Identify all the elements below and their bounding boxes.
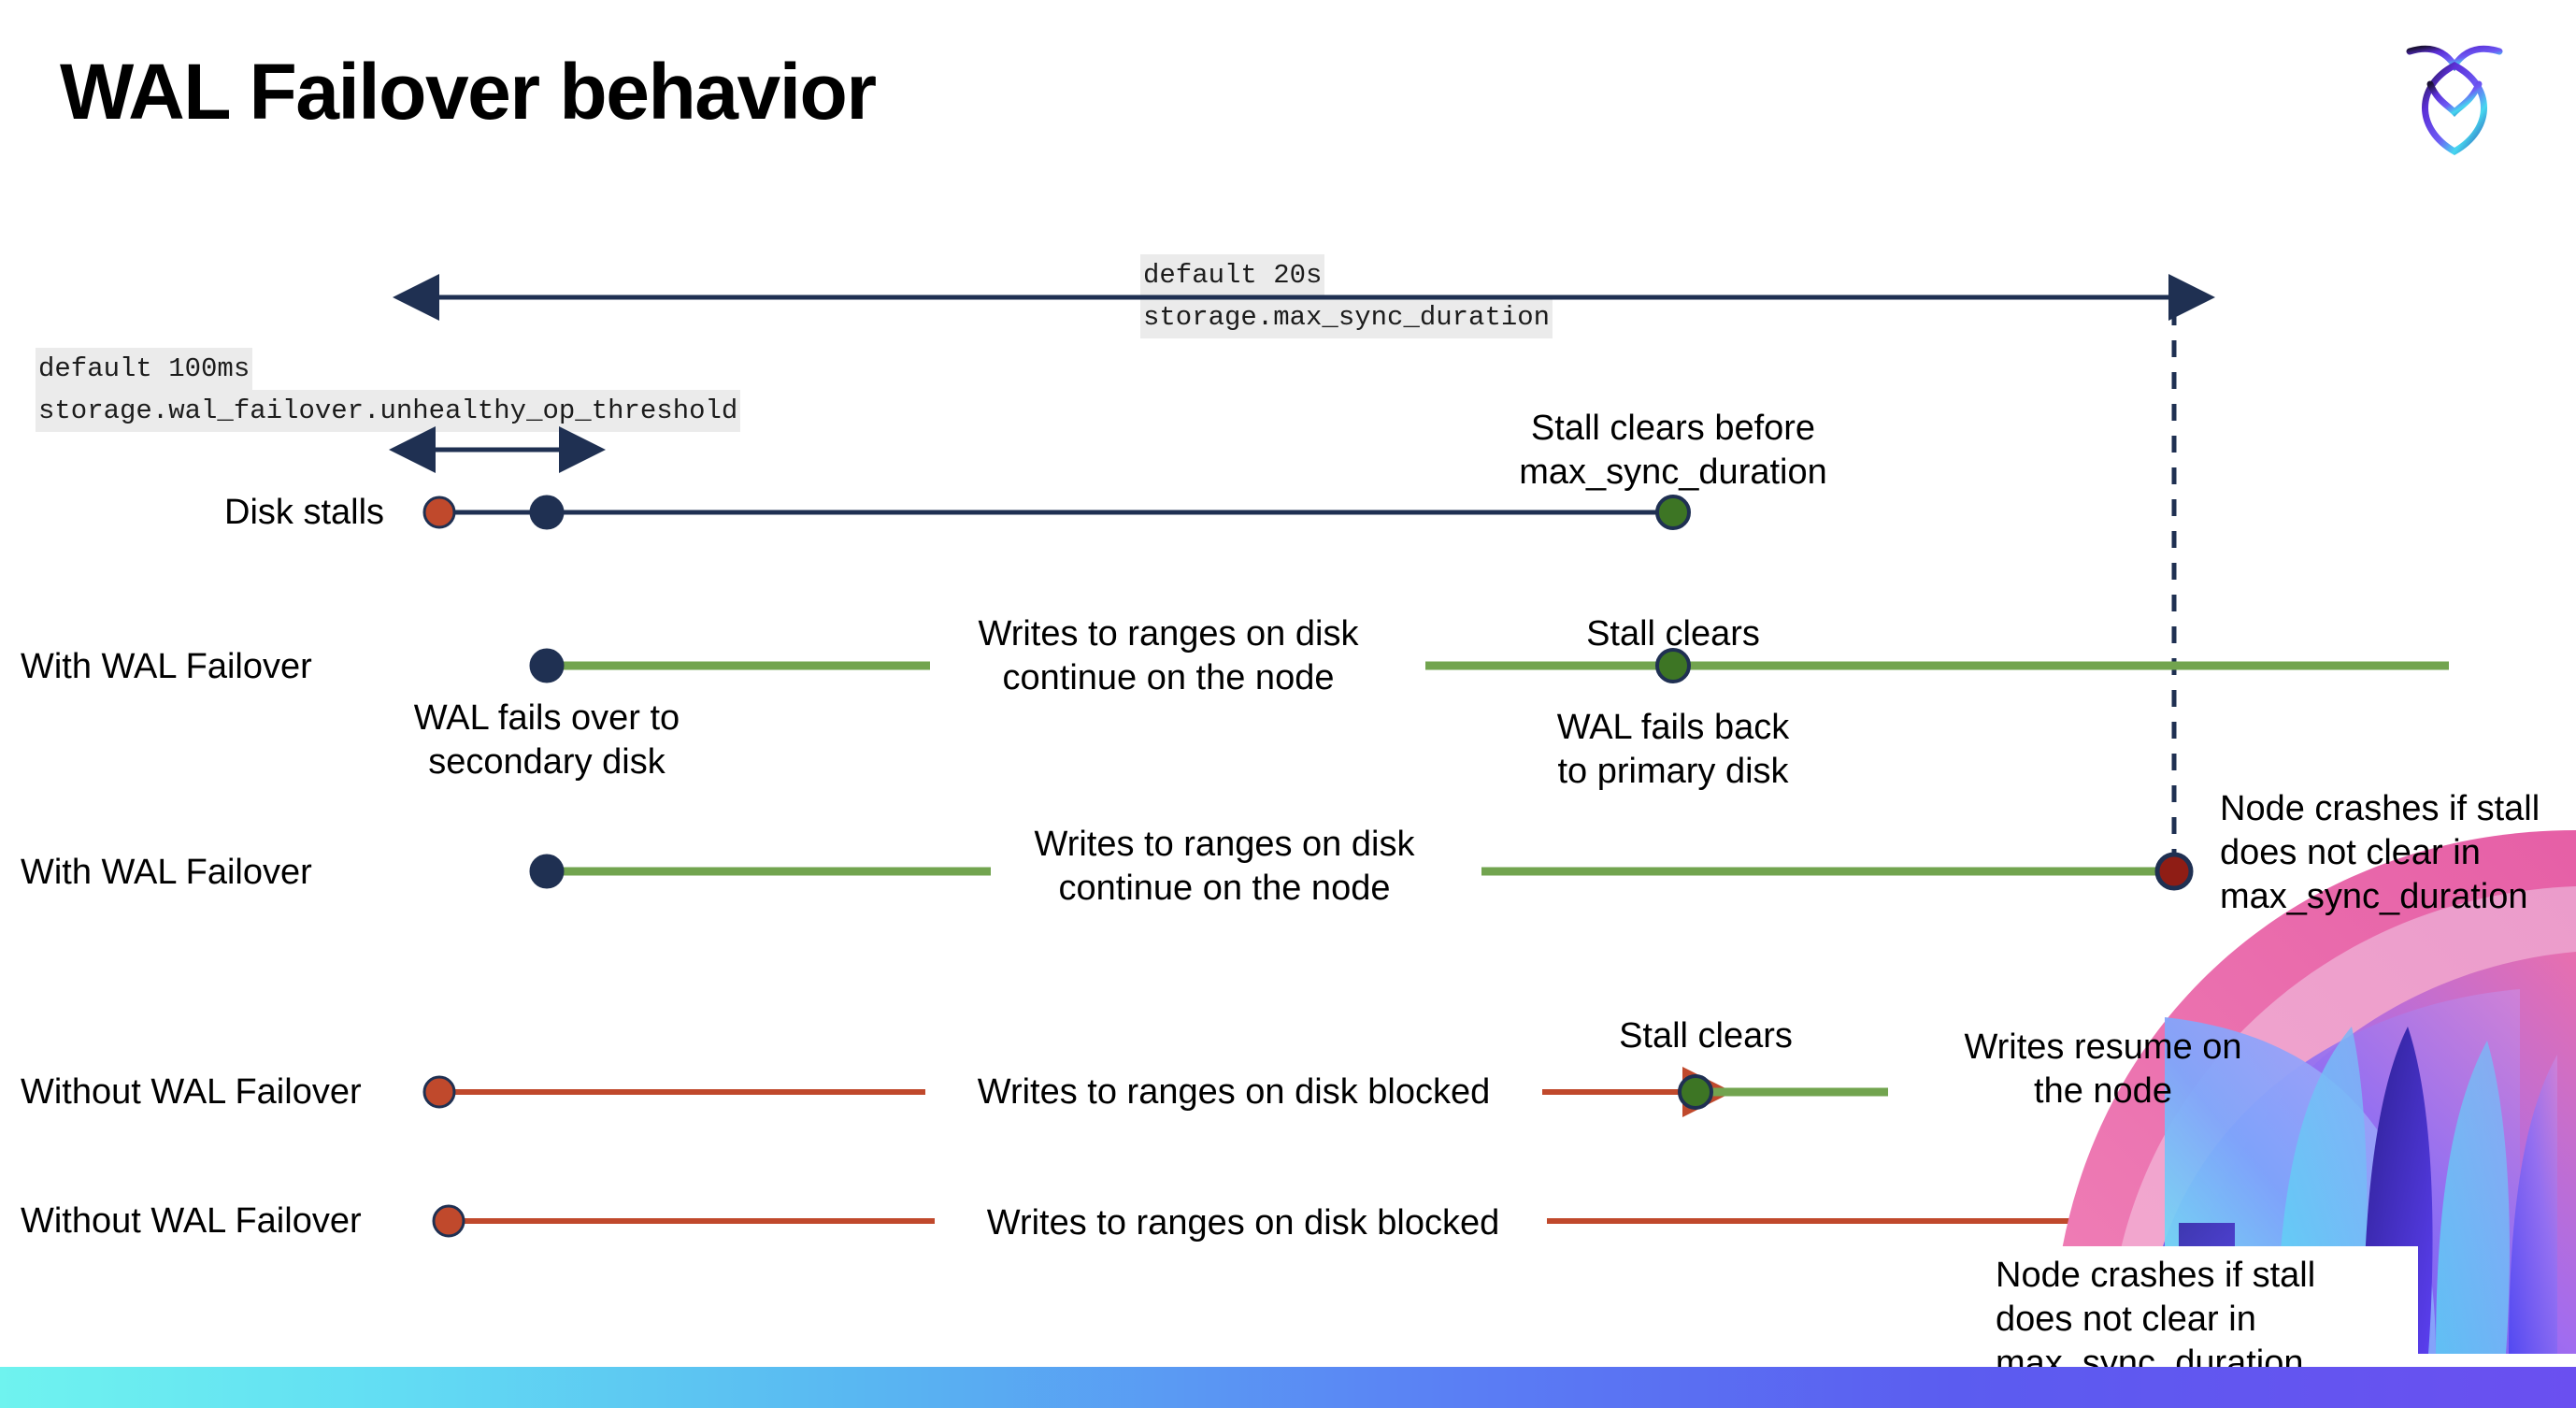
- unhealthy-setting-name: storage.wal_failover.unhealthy_op_thresh…: [36, 390, 741, 432]
- page-title: WAL Failover behavior: [60, 48, 877, 136]
- stall-clears-dot: [1655, 495, 1691, 530]
- annotation-stall-clears-row4: Stall clears: [1619, 1016, 1793, 1056]
- bottom-gradient-bar: [0, 1367, 2576, 1408]
- annotation-stall-clears-row2: Stall clears: [1586, 614, 1760, 654]
- annotation-stall-clears-before: Stall clears before max_sync_duration: [1519, 409, 1827, 492]
- stall-start-dot: [432, 1204, 465, 1238]
- row-label-with-wal-failover-2: With WAL Failover: [21, 853, 312, 892]
- annotation-writes-continue-2: Writes to ranges on disk continue on the…: [1034, 825, 1415, 908]
- decorative-artwork: [1996, 830, 2576, 1354]
- annotation-wal-fails-back: WAL fails back to primary disk: [1556, 708, 1790, 791]
- stall-start-dot: [422, 496, 456, 529]
- node-crash-dot: [2154, 852, 2194, 891]
- row-label-disk-stalls: Disk stalls: [224, 493, 385, 532]
- row-without-failover-crash-track: [432, 1196, 2200, 1246]
- row-label-without-wal-failover-2: Without WAL Failover: [21, 1201, 362, 1241]
- row-with-failover-crash-track: [529, 852, 2194, 891]
- annotation-writes-blocked-2: Writes to ranges on disk blocked: [986, 1203, 1500, 1243]
- row-label-without-wal-failover-1: Without WAL Failover: [21, 1072, 362, 1112]
- annotation-wal-fails-over: WAL fails over to secondary disk: [413, 698, 680, 782]
- cockroachdb-logo-icon: [2389, 28, 2520, 164]
- annotation-writes-continue-1: Writes to ranges on disk continue on the…: [978, 614, 1359, 697]
- annotation-node-crashes-row3: Node crashes if stall does not clear in …: [2220, 789, 2540, 916]
- row-label-with-wal-failover-1: With WAL Failover: [21, 647, 312, 686]
- unhealthy-op-threshold-callout: default 100ms storage.wal_failover.unhea…: [36, 348, 741, 432]
- row-with-failover-recovers-track: [529, 648, 2449, 683]
- stall-start-dot: [422, 1075, 456, 1109]
- row-disk-stalls-track: [422, 495, 1691, 530]
- wal-failover-start-dot: [529, 854, 565, 889]
- annotation-writes-resume: Writes resume on the node: [1964, 1027, 2242, 1111]
- stall-clears-dot: [1678, 1074, 1713, 1110]
- row-without-failover-recovers-track: [422, 1067, 2449, 1117]
- wal-failover-start-dot: [529, 648, 565, 683]
- unhealthy-default-label: default 100ms: [36, 348, 253, 390]
- unhealthy-threshold-dot: [529, 495, 565, 530]
- annotation-node-crashes-row5: Node crashes if stall does not clear in …: [1996, 1256, 2316, 1383]
- annotation-writes-blocked-1: Writes to ranges on disk blocked: [977, 1072, 1491, 1112]
- stall-clears-dot: [1655, 648, 1691, 683]
